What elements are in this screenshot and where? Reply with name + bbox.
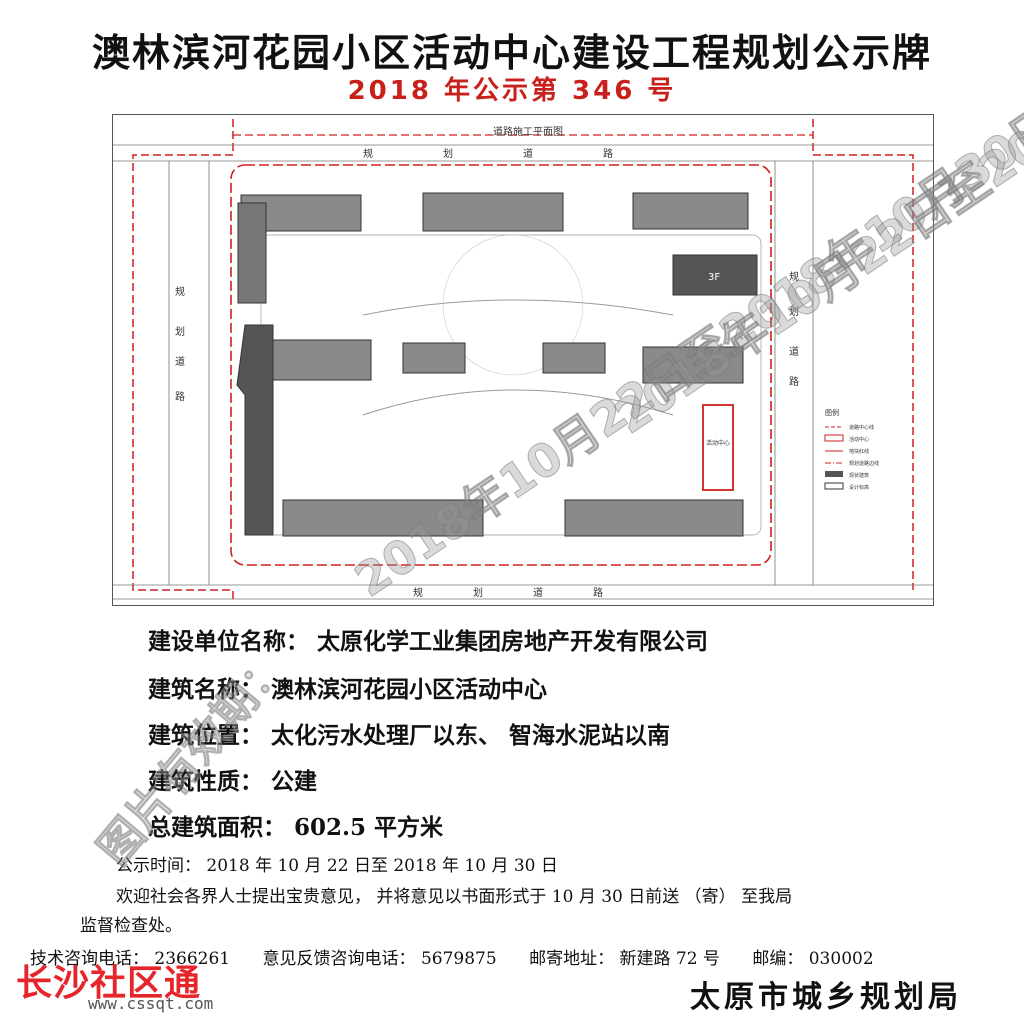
notice-number: 2018 年公示第 346 号 xyxy=(347,76,677,106)
road-top-char-2: 划 xyxy=(443,147,453,160)
legend-swatch-6 xyxy=(824,482,844,490)
notice-welcome-line2: 监督检查处。 xyxy=(80,916,182,936)
building-c-left xyxy=(402,342,466,374)
legend-item-4: 规划道路边线 xyxy=(849,460,879,467)
building-3f xyxy=(672,254,758,296)
contact-info: 技术咨询电话： 2366261 意见反馈咨询电话： 5679875 邮寄地址： … xyxy=(30,949,874,969)
building-name: 建筑名称： 澳林滨河花园小区活动中心 xyxy=(148,676,548,703)
issuing-bureau: 太原市城乡规划局 xyxy=(690,980,962,1015)
building-sw xyxy=(282,499,484,537)
road-top-char-4: 路 xyxy=(603,147,613,160)
building-west-l xyxy=(236,324,274,536)
building-location: 建筑位置： 太化污水处理厂以东、 智海水泥站以南 xyxy=(148,722,671,749)
boundary-right xyxy=(812,119,914,590)
building-n xyxy=(422,192,564,232)
road-left-char-3: 道 xyxy=(175,355,185,368)
building-nature: 建筑性质： 公建 xyxy=(148,768,318,795)
building-w-mid xyxy=(270,339,372,381)
road-bottom-char-2: 划 xyxy=(473,586,483,599)
arc-path-bottom xyxy=(362,389,674,416)
legend-item-6: 设计标高 xyxy=(849,484,869,491)
legend-title: 图例 xyxy=(825,408,839,417)
road-top-char-3: 道 xyxy=(523,147,533,160)
road-left-char-4: 路 xyxy=(175,390,185,403)
plan-caption: 道路施工平面图 xyxy=(493,125,563,138)
road-right-char-3: 道 xyxy=(789,345,799,358)
notice-welcome-line1: 欢迎社会各界人士提出宝贵意见， 并将意见以书面形式于 10 月 30 日前送 （… xyxy=(116,887,793,907)
building-ne xyxy=(632,192,749,230)
boundary-left xyxy=(132,119,234,603)
site-logo-url: www.cssqt.com xyxy=(88,994,214,1013)
road-bottom-char-3: 道 xyxy=(533,586,543,599)
road-right-char-1: 规 xyxy=(789,270,799,283)
road-top-char-1: 规 xyxy=(363,147,373,160)
building-c-right xyxy=(542,342,606,374)
site-plan-drawing: 3F 活动中心 道路施工平面图 规 划 道 路 规 划 道 路 规 划 道 路 … xyxy=(112,114,934,606)
road-left-char-2: 划 xyxy=(175,325,185,338)
arc-path-top xyxy=(362,299,674,316)
builder-name: 建设单位名称： 太原化学工业集团房地产开发有限公司 xyxy=(148,628,709,655)
site-logo: 长沙社区通 xyxy=(16,963,202,1004)
activity-center-building xyxy=(702,404,734,491)
legend-item-2: 活动中心 xyxy=(849,436,869,443)
building-west-strip xyxy=(237,202,267,304)
legend-item-1: 道路中心线 xyxy=(849,424,874,431)
building-3f-label: 3F xyxy=(708,272,720,283)
activity-center-label: 活动中心 xyxy=(706,439,730,447)
legend-item-5: 现状建筑 xyxy=(849,472,869,479)
road-bottom-char-1: 规 xyxy=(413,586,423,599)
road-left-char-1: 规 xyxy=(175,285,185,298)
legend-item-3: 地块红线 xyxy=(849,448,869,455)
site-plan-svg: 3F 活动中心 道路施工平面图 规 划 道 路 规 划 道 路 规 划 道 路 … xyxy=(113,119,933,603)
road-right-char-4: 路 xyxy=(789,375,799,388)
total-floor-area: 总建筑面积： 602.5 平方米 xyxy=(148,814,444,841)
legend-swatch-2 xyxy=(824,434,844,442)
road-bottom-char-4: 路 xyxy=(593,586,603,599)
building-se xyxy=(564,499,744,537)
road-right-char-2: 划 xyxy=(789,305,799,318)
legend: 图例 道路中心线 活动中心 地块红线 规划道路边线 现状建筑 设计标高 xyxy=(824,408,879,491)
building-e-mid xyxy=(642,346,744,384)
notice-period: 公示时间： 2018 年 10 月 22 日至 2018 年 10 月 30 日 xyxy=(116,856,558,876)
legend-swatch-5 xyxy=(825,471,843,477)
plaza-circle xyxy=(442,234,584,376)
site-red-line xyxy=(230,164,772,566)
page-title: 澳林滨河花园小区活动中心建设工程规划公示牌 xyxy=(91,31,932,75)
